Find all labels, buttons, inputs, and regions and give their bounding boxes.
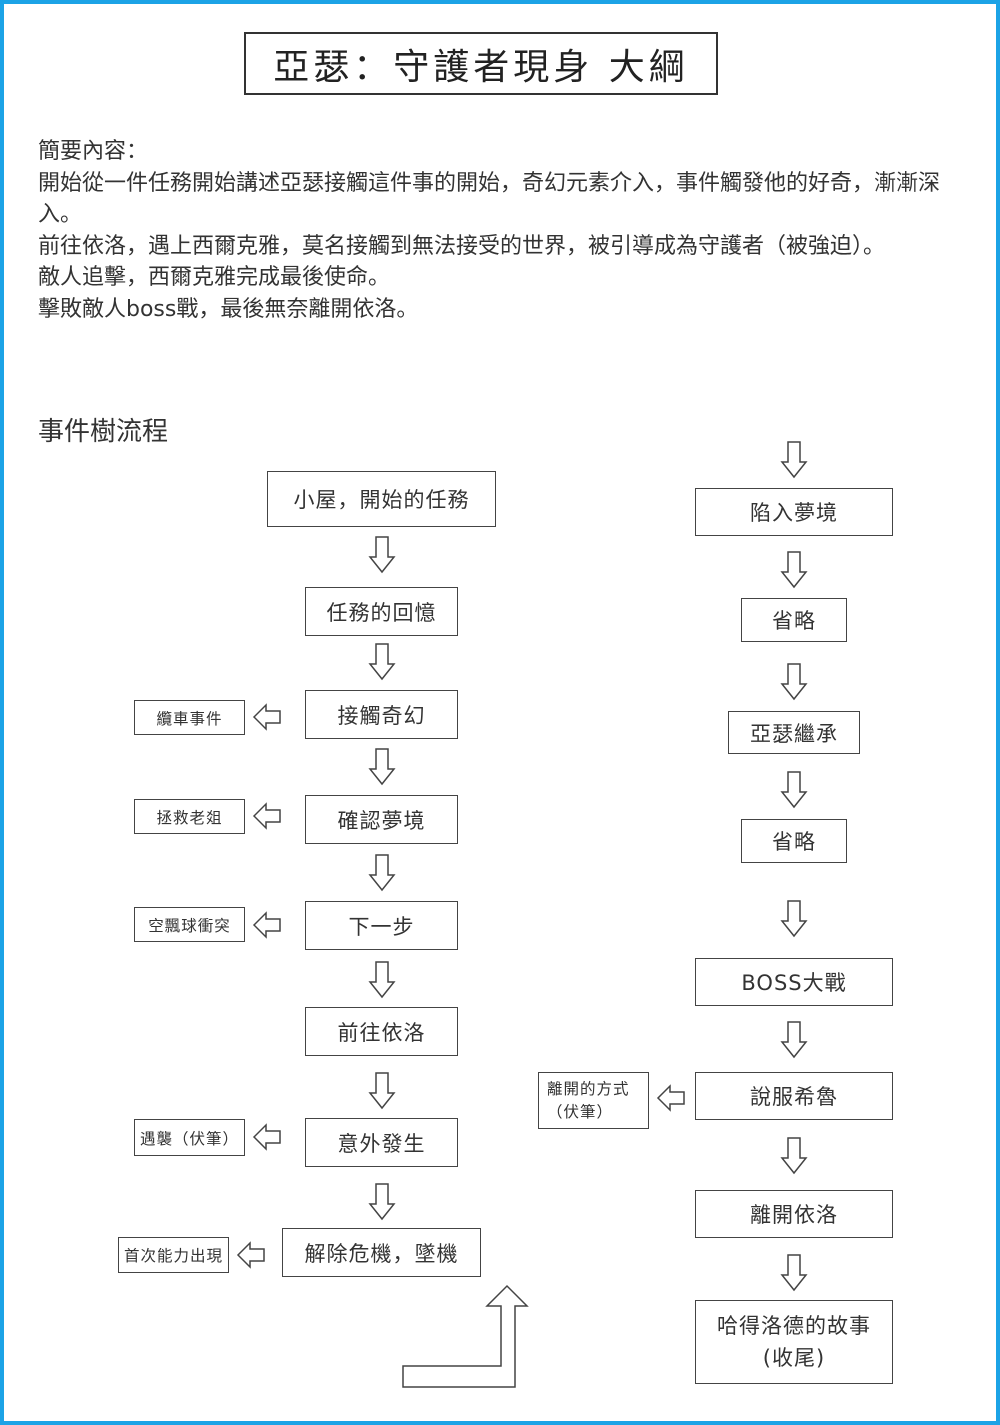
flow-section-title: 事件樹流程 (38, 417, 169, 447)
flow-node-boss-battle: BOSS大戰 (695, 958, 893, 1006)
side-node-first-power: 首次能力出現 (118, 1237, 229, 1273)
side-node-rescue: 拯救老爼 (134, 799, 245, 834)
summary-line: 開始從一件任務開始講述亞瑟接觸這件事的開始，奇幻元素介入，事件觸發他的好奇，漸漸… (38, 170, 941, 228)
flow-node-cabin-mission: 小屋，開始的任務 (267, 471, 496, 527)
down-arrow-icon (368, 961, 396, 999)
flow-node-omitted-1: 省略 (741, 598, 847, 642)
flow-node-persuade-hiru: 說服希魯 (695, 1072, 893, 1120)
final-story-title: 哈得洛德的故事 (717, 1314, 871, 1338)
side-node-way-to-leave-line1: 離開的方式 (547, 1079, 630, 1098)
down-arrow-icon (368, 748, 396, 786)
connector-up-arrow-icon (402, 1284, 529, 1388)
flow-node-resolve-crash: 解除危機，墜機 (282, 1228, 481, 1277)
summary-line: 擊敗敵人boss戰，最後無奈離開依洛。 (38, 296, 419, 322)
side-node-way-to-leave-line2: （伏筆） (547, 1102, 614, 1121)
left-arrow-icon (252, 1123, 281, 1151)
down-arrow-icon (780, 1021, 808, 1059)
side-node-ambush: 遇襲（伏筆） (134, 1119, 245, 1156)
flow-node-accident: 意外發生 (305, 1118, 458, 1167)
flow-node-fall-into-dream: 陷入夢境 (695, 488, 893, 536)
down-arrow-icon (780, 663, 808, 701)
final-story-subtitle: (收尾) (762, 1346, 826, 1370)
flow-node-arthur-inherits: 亞瑟繼承 (728, 711, 860, 754)
side-node-balloon-conflict: 空飄球衝突 (134, 907, 245, 942)
summary-line: 前往依洛，遇上西爾克雅，莫名接觸到無法接受的世界，被引導成為守護者（被強迫）。 (38, 233, 886, 259)
down-arrow-icon (780, 441, 808, 479)
down-arrow-icon (368, 643, 396, 681)
left-arrow-icon (252, 703, 281, 731)
flow-node-omitted-2: 省略 (741, 819, 847, 863)
flow-node-mission-memory: 任務的回憶 (305, 587, 458, 636)
flow-node-next-step: 下一步 (305, 901, 458, 950)
flow-node-contact-fantasy: 接觸奇幻 (305, 690, 458, 739)
flow-node-final-story: 哈得洛德的故事 (收尾) (695, 1300, 893, 1384)
side-node-way-to-leave: 離開的方式 （伏筆） (538, 1072, 649, 1129)
down-arrow-icon (368, 536, 396, 574)
left-arrow-icon (252, 911, 281, 939)
down-arrow-icon (780, 771, 808, 809)
left-arrow-icon (236, 1241, 265, 1269)
left-arrow-icon (252, 802, 281, 830)
left-arrow-icon (656, 1084, 685, 1112)
page-title: 亞瑟：守護者現身 大綱 (244, 32, 718, 95)
down-arrow-icon (780, 551, 808, 589)
summary-line: 敵人追擊，西爾克雅完成最後使命。 (38, 265, 391, 290)
down-arrow-icon (368, 1072, 396, 1110)
down-arrow-icon (780, 1137, 808, 1175)
down-arrow-icon (368, 1183, 396, 1221)
down-arrow-icon (368, 854, 396, 892)
down-arrow-icon (780, 900, 808, 938)
flow-node-confirm-dream: 確認夢境 (305, 795, 458, 844)
flow-node-go-to-ilo: 前往依洛 (305, 1007, 458, 1056)
summary-section: 簡要內容： 開始從一件任務開始講述亞瑟接觸這件事的開始，奇幻元素介入，事件觸發他… (38, 136, 958, 325)
side-node-cable-car: 纜車事件 (134, 700, 245, 735)
flow-node-leave-ilo: 離開依洛 (695, 1190, 893, 1238)
down-arrow-icon (780, 1254, 808, 1292)
summary-heading: 簡要內容： (38, 139, 149, 164)
